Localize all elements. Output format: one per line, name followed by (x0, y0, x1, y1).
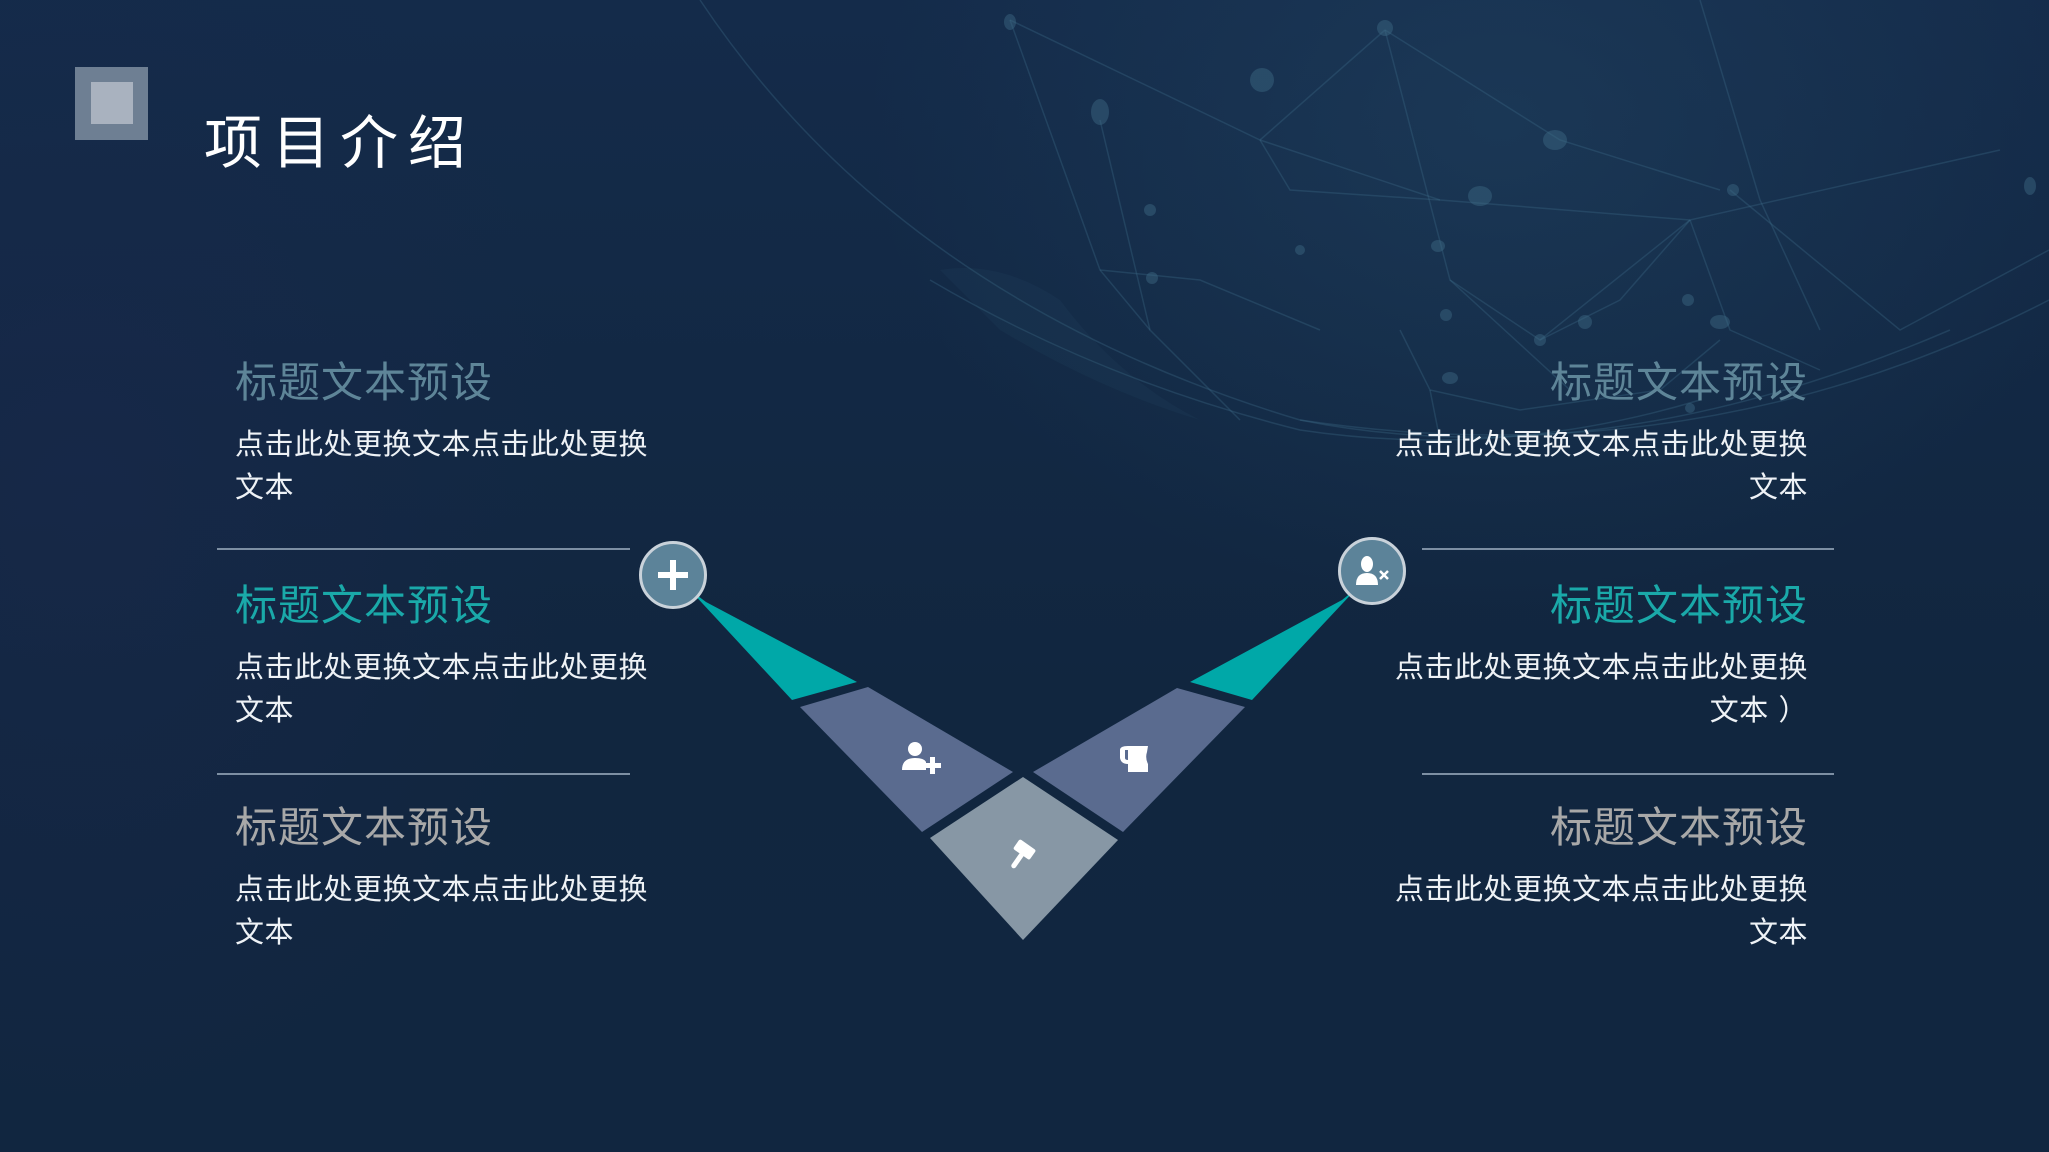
right-divider-2 (1422, 773, 1834, 775)
add-button[interactable] (639, 541, 707, 609)
page-title: 项目介绍 (204, 108, 477, 177)
right-block-1[interactable]: 标题文本预设 点击此处更换文本点击此处更换文本 (1368, 357, 1808, 509)
left-block-3[interactable]: 标题文本预设 点击此处更换文本点击此处更换文本 (235, 802, 675, 954)
left-block-2[interactable]: 标题文本预设 点击此处更换文本点击此处更换文本 (235, 580, 675, 732)
title-marker-inner-square (91, 82, 133, 124)
plus-icon (658, 560, 688, 590)
remove-user-button[interactable] (1338, 537, 1406, 605)
user-remove-icon (1356, 556, 1389, 585)
left-block-1-heading[interactable]: 标题文本预设 (235, 358, 494, 407)
left-purple-tile[interactable] (800, 687, 1013, 832)
right-teal-beam (1190, 588, 1357, 700)
center-gray-tile[interactable] (930, 777, 1118, 940)
right-block-3-heading[interactable]: 标题文本预设 (1549, 803, 1808, 852)
left-teal-beam (690, 590, 857, 700)
right-block-2-heading[interactable]: 标题文本预设 (1549, 581, 1808, 630)
user-add-icon (900, 740, 944, 776)
right-block-3-description[interactable]: 点击此处更换文本点击此处更换文本 (1394, 872, 1808, 949)
left-block-3-heading[interactable]: 标题文本预设 (235, 803, 494, 852)
right-block-1-heading[interactable]: 标题文本预设 (1549, 358, 1808, 407)
left-block-2-heading[interactable]: 标题文本预设 (235, 581, 494, 630)
mug-icon (1117, 744, 1151, 774)
right-divider-1 (1422, 548, 1834, 550)
right-block-2[interactable]: 标题文本预设 点击此处更换文本点击此处更换文本 ） (1368, 580, 1808, 732)
right-block-2-description[interactable]: 点击此处更换文本点击此处更换文本 ） (1394, 650, 1808, 727)
left-block-1-description[interactable]: 点击此处更换文本点击此处更换文本 (235, 427, 649, 504)
title-marker-square (75, 67, 148, 140)
left-block-3-description[interactable]: 点击此处更换文本点击此处更换文本 (235, 872, 649, 949)
left-block-1[interactable]: 标题文本预设 点击此处更换文本点击此处更换文本 (235, 357, 675, 509)
left-divider-2 (217, 773, 630, 775)
gavel-icon (1004, 838, 1042, 876)
right-block-1-description[interactable]: 点击此处更换文本点击此处更换文本 (1394, 427, 1808, 504)
right-block-3[interactable]: 标题文本预设 点击此处更换文本点击此处更换文本 (1368, 802, 1808, 954)
left-divider-1 (217, 548, 630, 550)
left-block-2-description[interactable]: 点击此处更换文本点击此处更换文本 (235, 650, 649, 727)
